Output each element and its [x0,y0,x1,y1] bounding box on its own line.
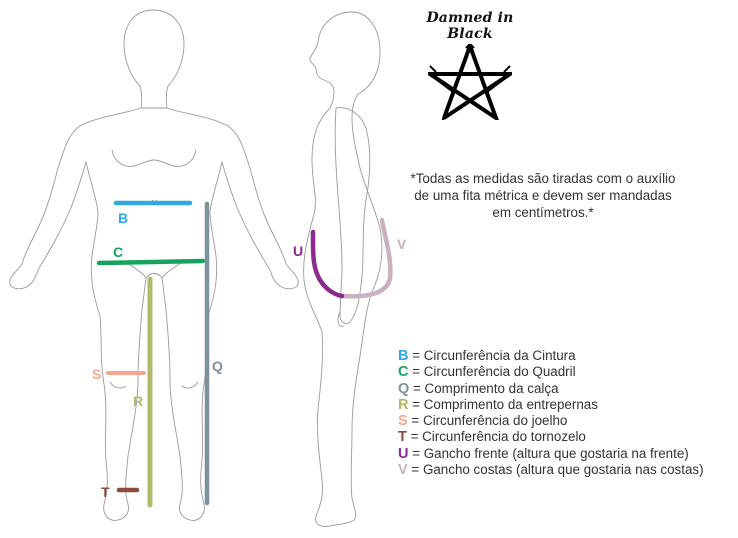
brand-name: Damned in Black [426,10,514,42]
label-c: C [113,244,123,260]
legend-item-r: R = Comprimento da entrepernas [398,396,598,413]
legend-label: Comprimento da calça [424,380,559,396]
label-q: Q [212,358,223,374]
legend-item-b: B = Circunferência da Cintura [398,348,576,364]
legend-item-v: V = Gancho costas (altura que gostaria n… [398,462,704,479]
legend-key: Q [398,380,410,397]
brand-logo: Damned in Black [408,10,532,120]
label-r: R [133,393,143,409]
label-t: T [101,484,110,500]
legend-key: R [398,396,409,413]
pentagram-icon [428,44,512,120]
legend-key: S [398,413,408,430]
legend-label: Circunferência do tornozelo [422,429,586,445]
legend-item-c: C = Circunferência do Quadril [398,364,576,381]
legend-key: C [398,364,409,381]
legend-key: T [398,429,407,446]
legend-label: Gancho frente (altura que gostaria na fr… [423,445,689,461]
label-v: V [397,236,407,252]
legend-label: Comprimento da entrepernas [423,396,598,412]
legend-label: Circunferência do Quadril [423,364,576,380]
legend-item-s: S = Circunferência do joelho [398,413,568,430]
measurement-legend: B = Circunferência da Cintura C = Circun… [398,348,704,478]
label-s: S [92,366,101,382]
legend-key: U [398,445,409,462]
front-body-outline [9,9,299,521]
legend-label: Gancho costas (altura que gostaria nas c… [422,462,704,478]
side-body-outline [303,11,383,527]
legend-label: Circunferência do joelho [422,413,568,429]
legend-item-u: U = Gancho frente (altura que gostaria n… [398,445,689,462]
legend-item-t: T = Circunferência do tornozelo [398,429,586,446]
legend-label: Circunferência da Cintura [423,348,576,363]
label-u: U [293,243,303,259]
measurement-note: *Todas as medidas são tiradas com o auxí… [410,171,676,220]
back-rise-curve-v [339,217,393,299]
front-rise-curve-u [310,229,345,299]
legend-key: V [398,462,408,479]
label-b: B [118,210,128,226]
legend-item-q: Q = Comprimento da calça [398,380,559,397]
hip-line-c [96,258,206,266]
legend-key: B [398,348,409,364]
